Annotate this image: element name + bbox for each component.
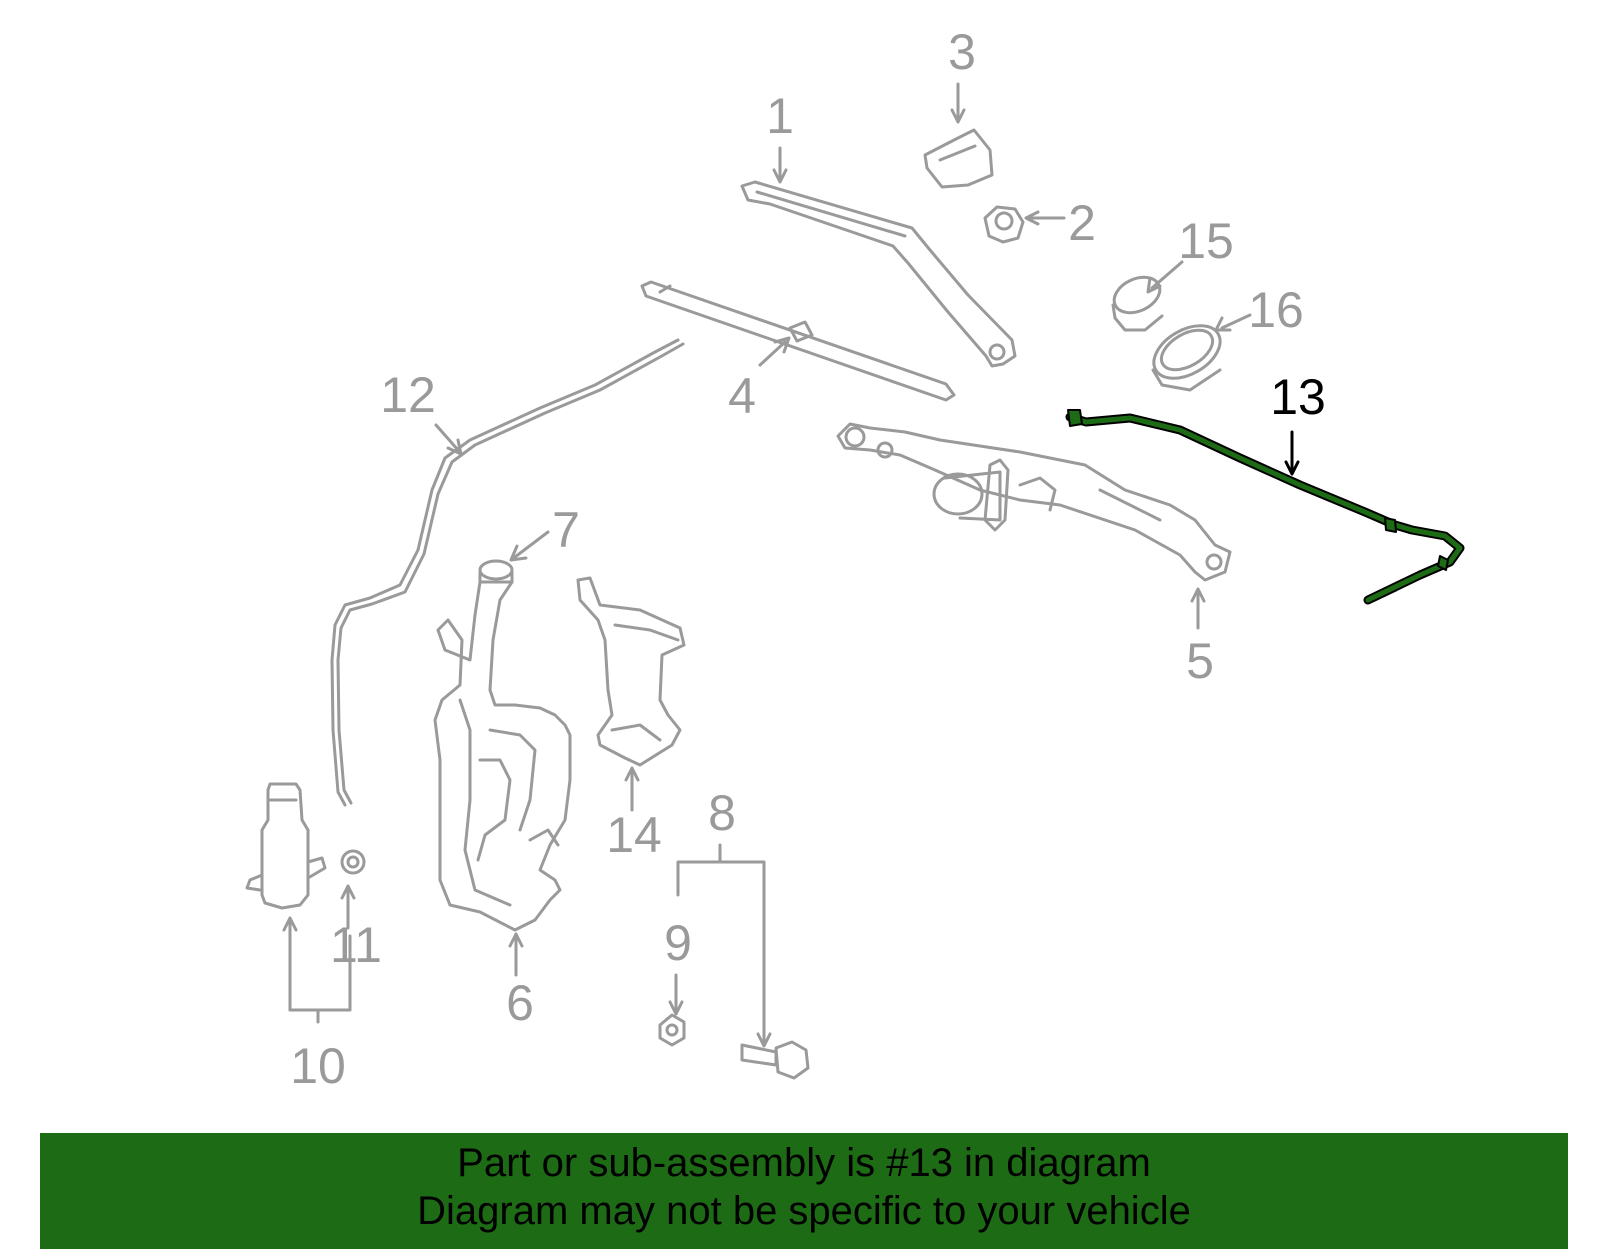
part-6-reservoir[interactable] bbox=[433, 580, 572, 932]
callout-5[interactable]: 5 bbox=[1186, 633, 1214, 689]
callout-12[interactable]: 12 bbox=[380, 367, 436, 423]
callout-7[interactable]: 7 bbox=[552, 502, 580, 558]
callout-10[interactable]: 10 bbox=[290, 1038, 346, 1094]
part-2-nut[interactable] bbox=[983, 205, 1025, 244]
part-4-wiper-blade[interactable] bbox=[640, 280, 956, 402]
banner-line-2: Diagram may not be specific to your vehi… bbox=[417, 1189, 1191, 1233]
part-14-bracket[interactable] bbox=[576, 576, 686, 767]
callout-16[interactable]: 16 bbox=[1248, 282, 1304, 338]
part-12-washer-hose[interactable] bbox=[330, 338, 685, 807]
part-1-wiper-arm[interactable] bbox=[740, 180, 1017, 368]
callout-2[interactable]: 2 bbox=[1068, 195, 1096, 251]
callout-8[interactable]: 8 bbox=[708, 785, 736, 841]
part-3-arm-cap[interactable] bbox=[923, 128, 994, 189]
part-15-cap[interactable] bbox=[1108, 270, 1165, 332]
callout-14[interactable]: 14 bbox=[606, 807, 662, 863]
part-13-washer-hose[interactable] bbox=[1065, 409, 1465, 605]
callout-9[interactable]: 9 bbox=[664, 915, 692, 971]
part-8-bolt[interactable] bbox=[740, 1040, 810, 1080]
part-9-nut[interactable] bbox=[658, 1013, 686, 1047]
part-7-filler-cap[interactable] bbox=[478, 559, 514, 584]
callout-13[interactable]: 13 bbox=[1270, 369, 1326, 425]
callout-1[interactable]: 1 bbox=[766, 88, 794, 144]
callout-13-arrow bbox=[1284, 430, 1300, 476]
banner-line-1: Part or sub-assembly is #13 in diagram bbox=[457, 1141, 1151, 1185]
part-10-washer-pump[interactable] bbox=[245, 782, 327, 910]
callout-3[interactable]: 3 bbox=[948, 24, 976, 80]
part-11-grommet[interactable] bbox=[340, 849, 366, 875]
callout-4[interactable]: 4 bbox=[728, 368, 756, 424]
callout-15[interactable]: 15 bbox=[1178, 213, 1234, 269]
callout-leaders bbox=[282, 82, 1252, 1048]
info-banner: Part or sub-assembly is #13 in diagram D… bbox=[40, 1133, 1568, 1249]
part-16-seal[interactable] bbox=[1145, 315, 1229, 392]
part-5-motor-linkage[interactable] bbox=[836, 422, 1232, 582]
callout-6[interactable]: 6 bbox=[506, 975, 534, 1031]
callout-11[interactable]: 11 bbox=[330, 917, 382, 973]
